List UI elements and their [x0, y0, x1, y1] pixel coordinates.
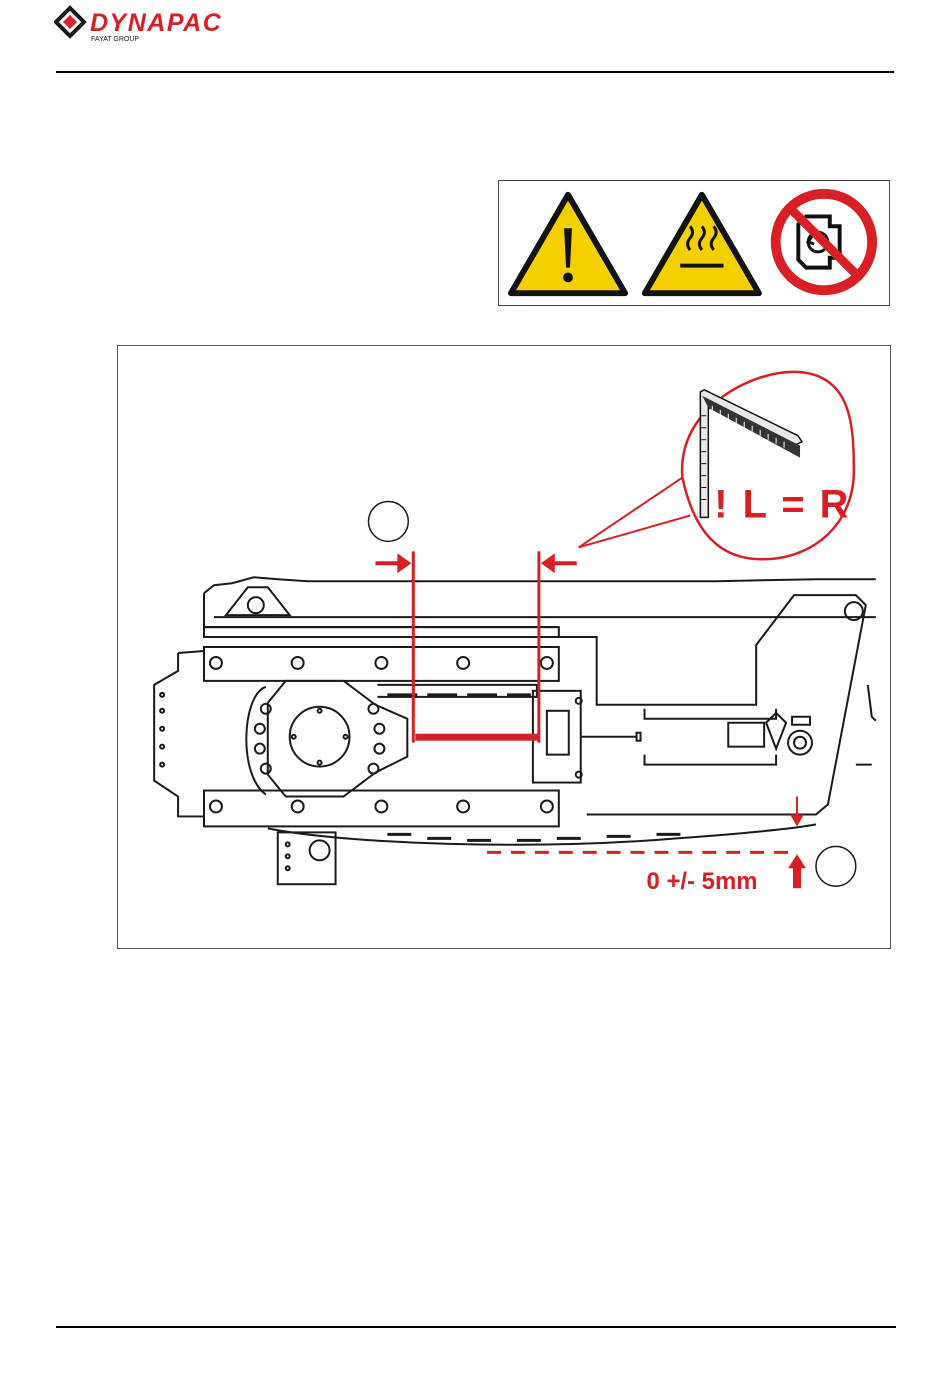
brand-name: DYNAPAC — [90, 9, 222, 37]
frame-drawing — [154, 577, 876, 884]
callout-circle: ! L = R — [682, 372, 854, 559]
footer-divider — [56, 1326, 896, 1328]
left-arrow-icon — [375, 553, 411, 573]
warning-symbols-panel — [498, 180, 890, 306]
track-adjustment-figure: ! L = R 0 +/- 5mm — [117, 345, 891, 949]
no-engine-running-icon — [771, 189, 877, 295]
position-marker-2 — [816, 846, 856, 886]
brand-subtitle: FAYAT GROUP — [91, 36, 139, 43]
position-marker-1 — [368, 501, 408, 541]
general-warning-icon — [511, 195, 625, 293]
up-arrow-icon — [788, 854, 806, 888]
dynapac-logo: DYNAPAC FAYAT GROUP — [54, 4, 314, 44]
logo-diamond-icon — [56, 8, 84, 36]
hot-surface-warning-icon — [645, 195, 759, 293]
figure-drawing: ! L = R 0 +/- 5mm — [118, 346, 890, 948]
header-divider — [56, 71, 894, 73]
right-arrow-icon — [541, 553, 577, 573]
logo-graphic: DYNAPAC FAYAT GROUP — [54, 4, 314, 44]
callout-rule-text: ! L = R — [714, 482, 850, 526]
down-arrow-icon — [790, 797, 804, 827]
tolerance-label: 0 +/- 5mm — [647, 868, 758, 895]
